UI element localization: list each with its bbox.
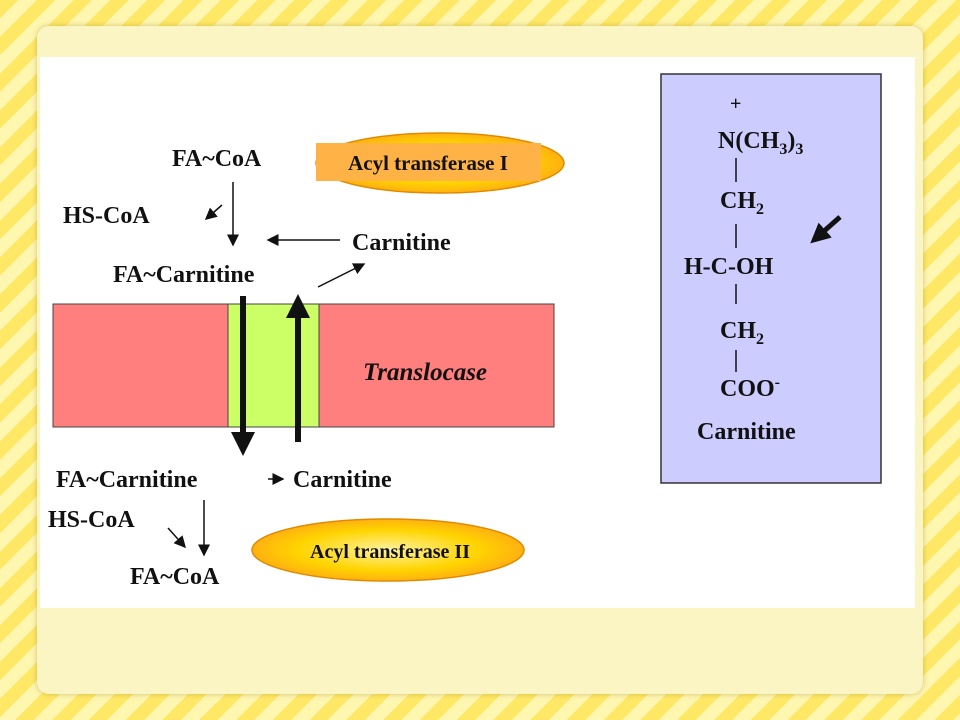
acyl-transferase-1-label: Acyl transferase I xyxy=(348,151,508,175)
carnitine-bottom-label: Carnitine xyxy=(293,467,392,493)
trimethylammonium-group: N(CH3)3 xyxy=(718,128,803,158)
fa-coa-bottom-label: FA~CoA xyxy=(130,564,220,590)
translocase-label: Translocase xyxy=(363,359,487,386)
fa-carnitine-top-label: FA~Carnitine xyxy=(113,262,255,288)
acyl-transferase-1-label-box xyxy=(316,143,541,181)
hs-coa-top-label: HS-CoA xyxy=(63,203,150,229)
hcoh-group: H-C-OH xyxy=(684,254,774,280)
hs-coa-bottom-label: HS-CoA xyxy=(48,507,135,533)
fa-carnitine-bottom-label: FA~Carnitine xyxy=(56,467,198,493)
carnitine-top-label: Carnitine xyxy=(352,230,451,256)
acyl-transferase-2-label: Acyl transferase II xyxy=(310,541,470,563)
carnitine-structure-name: Carnitine xyxy=(697,419,796,445)
hydroxyl-pointer-arrow xyxy=(810,215,842,244)
acyl-transferase-2-oval xyxy=(251,518,525,582)
carboxylate-group: COO- xyxy=(720,374,780,402)
charge-label: + xyxy=(730,93,741,115)
carnitine-structure-box xyxy=(660,73,882,484)
arrow-carnitine-out xyxy=(317,263,366,288)
arrow-hscoa-in xyxy=(167,527,187,549)
ch2-bottom-group: CH2 xyxy=(720,318,764,348)
arrow-to-hscoa-top xyxy=(204,204,223,220)
fa-coa-top-label: FA~CoA xyxy=(172,146,262,172)
ch2-top-group: CH2 xyxy=(720,188,764,218)
